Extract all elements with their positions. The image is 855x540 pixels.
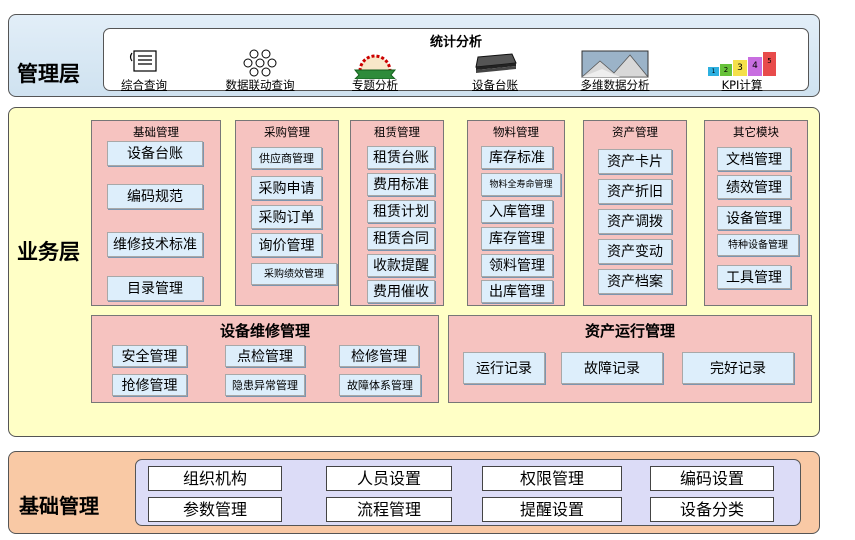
module-others-title: 其它模块: [733, 125, 779, 139]
reminder-button[interactable]: 提醒设置: [482, 497, 622, 522]
overhaul-button[interactable]: 检修管理: [339, 345, 419, 367]
inquiry-button[interactable]: 询价管理: [251, 233, 322, 257]
linked-query-item[interactable]: 数据联动查询: [222, 49, 298, 92]
outbound-button[interactable]: 出库管理: [481, 280, 553, 303]
base-settings-panel: 组织机构 人员设置 权限管理 编码设置 参数管理 流程管理 提醒设置 设备分类: [135, 459, 801, 526]
depreciation-button[interactable]: 资产折旧: [598, 179, 672, 204]
permission-button[interactable]: 权限管理: [482, 466, 622, 491]
equipment-button[interactable]: 设备管理: [717, 206, 791, 230]
kpi-label: KPI计算: [721, 78, 763, 92]
module-assets: 资产管理 资产卡片 资产折旧 资产调拨 资产变动 资产档案: [583, 120, 687, 306]
module-materials: 物料管理 库存标准 物料全寿命管理 入库管理 库存管理 领料管理 出库管理: [467, 120, 565, 306]
kpi-block-3: 3: [733, 60, 747, 76]
asset-card-button[interactable]: 资产卡片: [598, 149, 672, 174]
tools-button[interactable]: 工具管理: [717, 265, 791, 289]
special-equipment-button[interactable]: 特种设备管理: [717, 234, 799, 256]
performance-button[interactable]: 绩效管理: [717, 175, 791, 199]
management-layer: 管理层 统计分析 综合查询 数据联动查询: [8, 14, 820, 97]
hazard-button[interactable]: 隐患异常管理: [225, 374, 305, 396]
equipment-maintenance-module: 设备维修管理 安全管理 点检管理 检修管理 抢修管理 隐患异常管理 故障体系管理: [91, 315, 439, 403]
base-layer: 基础管理 组织机构 人员设置 权限管理 编码设置 参数管理 流程管理 提醒设置 …: [8, 451, 820, 534]
document-query-icon: [129, 50, 157, 72]
module-assets-title: 资产管理: [612, 125, 658, 139]
catalog-button[interactable]: 目录管理: [107, 276, 203, 301]
fee-standard-button[interactable]: 费用标准: [367, 173, 435, 196]
kpi-blocks-icon: 1 2 3 4 5: [704, 49, 780, 77]
requisition-button[interactable]: 领料管理: [481, 254, 553, 277]
basic-ledger-button[interactable]: 设备台账: [107, 141, 203, 166]
health-record-button[interactable]: 完好记录: [682, 352, 794, 384]
equipment-category-button[interactable]: 设备分类: [650, 497, 774, 522]
module-materials-title: 物料管理: [493, 125, 539, 139]
purchase-performance-button[interactable]: 采购绩效管理: [251, 263, 337, 285]
inbound-button[interactable]: 入库管理: [481, 200, 553, 223]
fee-collection-button[interactable]: 费用催收: [367, 280, 435, 303]
topic-dome-icon: [353, 54, 397, 79]
supplier-button[interactable]: 供应商管理: [251, 147, 322, 169]
fault-record-button[interactable]: 故障记录: [561, 352, 663, 384]
kpi-block-4: 4: [748, 57, 762, 76]
lease-ledger-button[interactable]: 租赁台账: [367, 146, 435, 169]
code-settings-button[interactable]: 编码设置: [650, 466, 774, 491]
kpi-block-1: 1: [708, 67, 719, 76]
module-others: 其它模块 文档管理 绩效管理 设备管理 特种设备管理 工具管理: [704, 120, 808, 306]
asset-archive-button[interactable]: 资产档案: [598, 269, 672, 294]
inspection-button[interactable]: 点检管理: [225, 345, 305, 367]
asset-operation-title: 资产运行管理: [584, 322, 675, 340]
module-basic-title: 基础管理: [133, 125, 179, 139]
multidim-analysis-label: 多维数据分析: [580, 78, 650, 92]
document-button[interactable]: 文档管理: [717, 147, 791, 171]
ledger-label: 设备台账: [472, 78, 518, 92]
payment-reminder-button[interactable]: 收款提醒: [367, 254, 435, 277]
organization-button[interactable]: 组织机构: [148, 466, 282, 491]
statistics-panel-title: 统计分析: [429, 35, 482, 50]
topic-analysis-label: 专题分析: [352, 78, 398, 92]
ledger-item[interactable]: 设备台账: [462, 49, 528, 92]
maintenance-standard-button[interactable]: 维修技术标准: [107, 232, 203, 257]
linked-query-label: 数据联动查询: [225, 78, 295, 92]
stock-standard-button[interactable]: 库存标准: [481, 146, 553, 169]
management-layer-title: 管理层: [17, 62, 80, 86]
module-procurement-title: 采购管理: [264, 125, 310, 139]
topic-analysis-item[interactable]: 专题分析: [342, 49, 408, 92]
base-layer-title: 基础管理: [19, 494, 99, 518]
emergency-repair-button[interactable]: 抢修管理: [112, 374, 187, 396]
asset-transfer-button[interactable]: 资产调拨: [598, 209, 672, 234]
coding-standard-button[interactable]: 编码规范: [107, 184, 203, 209]
multidimensional-chart-icon: [580, 50, 649, 78]
module-leasing: 租赁管理 租赁台账 费用标准 租赁计划 租赁合同 收款提醒 费用催收: [350, 120, 444, 306]
fault-system-button[interactable]: 故障体系管理: [339, 374, 421, 396]
operation-record-button[interactable]: 运行记录: [463, 352, 545, 384]
kpi-item[interactable]: 1 2 3 4 5 KPI计算: [700, 49, 784, 92]
purchase-order-button[interactable]: 采购订单: [251, 205, 322, 229]
kpi-block-2: 2: [720, 64, 732, 76]
parameter-button[interactable]: 参数管理: [148, 497, 282, 522]
ledger-stack-icon: [475, 53, 517, 73]
multidim-analysis-item[interactable]: 多维数据分析: [572, 49, 658, 92]
module-procurement: 采购管理 供应商管理 采购申请 采购订单 询价管理 采购绩效管理: [235, 120, 339, 306]
lease-plan-button[interactable]: 租赁计划: [367, 200, 435, 223]
workflow-button[interactable]: 流程管理: [326, 497, 452, 522]
business-layer: 业务层 基础管理 设备台账 编码规范 维修技术标准 目录管理 采购管理 供应商管…: [8, 107, 820, 437]
statistics-panel: 统计分析 综合查询 数据联动查询: [103, 28, 809, 92]
query-item[interactable]: 综合查询: [114, 49, 174, 92]
query-label: 综合查询: [121, 78, 167, 92]
safety-button[interactable]: 安全管理: [112, 345, 187, 367]
business-layer-title: 业务层: [17, 240, 80, 264]
lease-contract-button[interactable]: 租赁合同: [367, 227, 435, 250]
inventory-button[interactable]: 库存管理: [481, 227, 553, 250]
personnel-button[interactable]: 人员设置: [326, 466, 452, 491]
module-leasing-title: 租赁管理: [374, 125, 420, 139]
kpi-block-5: 5: [763, 52, 776, 76]
linked-circles-icon: [243, 49, 277, 77]
asset-change-button[interactable]: 资产变动: [598, 239, 672, 264]
equipment-maintenance-title: 设备维修管理: [219, 322, 310, 340]
module-basic: 基础管理 设备台账 编码规范 维修技术标准 目录管理: [91, 120, 221, 306]
asset-operation-module: 资产运行管理 运行记录 故障记录 完好记录: [448, 315, 812, 403]
purchase-request-button[interactable]: 采购申请: [251, 176, 322, 200]
material-lifecycle-button[interactable]: 物料全寿命管理: [481, 173, 561, 196]
